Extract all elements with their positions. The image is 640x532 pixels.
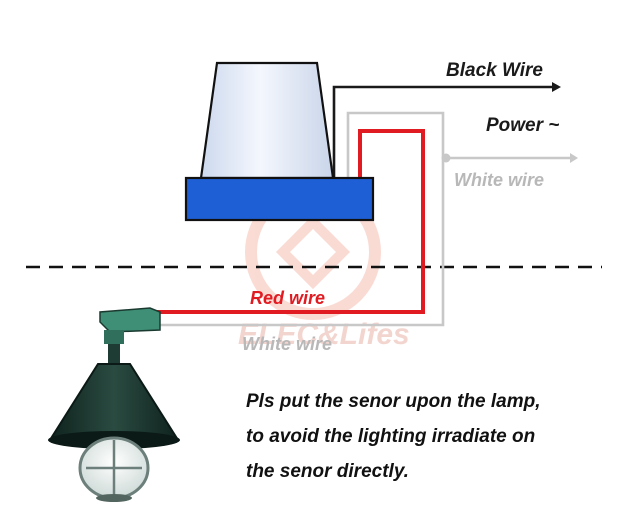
light-sensor (184, 61, 375, 222)
lamp-shade (48, 363, 180, 441)
note-line: Pls put the senor upon the lamp, (246, 391, 541, 412)
black-wire-arrow-icon (552, 82, 561, 92)
red-wire (150, 129, 425, 314)
instruction-note: Pls put the senor upon the lamp, to avoi… (246, 384, 626, 489)
label-black-wire: Black Wire (446, 60, 543, 81)
black-wire (332, 85, 552, 178)
lamp-cage-bottom (96, 494, 132, 502)
sensor-base (184, 176, 375, 222)
label-power: Power ~ (486, 115, 559, 136)
label-white-wire-bottom: White wire (242, 334, 332, 354)
sensor-dome (199, 61, 335, 180)
lamp-neck (108, 344, 120, 364)
label-red-wire: Red wire (250, 288, 325, 308)
label-white-wire-right: White wire (454, 170, 544, 190)
lamp-arm-joint (104, 330, 124, 344)
lamp (48, 307, 180, 502)
white-wire (150, 111, 445, 327)
lamp-arm (99, 307, 161, 333)
note-line: to avoid the lighting irradiate on (246, 426, 536, 447)
note-line: the senor directly. (246, 461, 409, 482)
white-wire-arrow-icon (570, 153, 578, 163)
white-wire-junction (441, 153, 451, 163)
watermark-text: ELEC&Lifes (238, 318, 410, 351)
